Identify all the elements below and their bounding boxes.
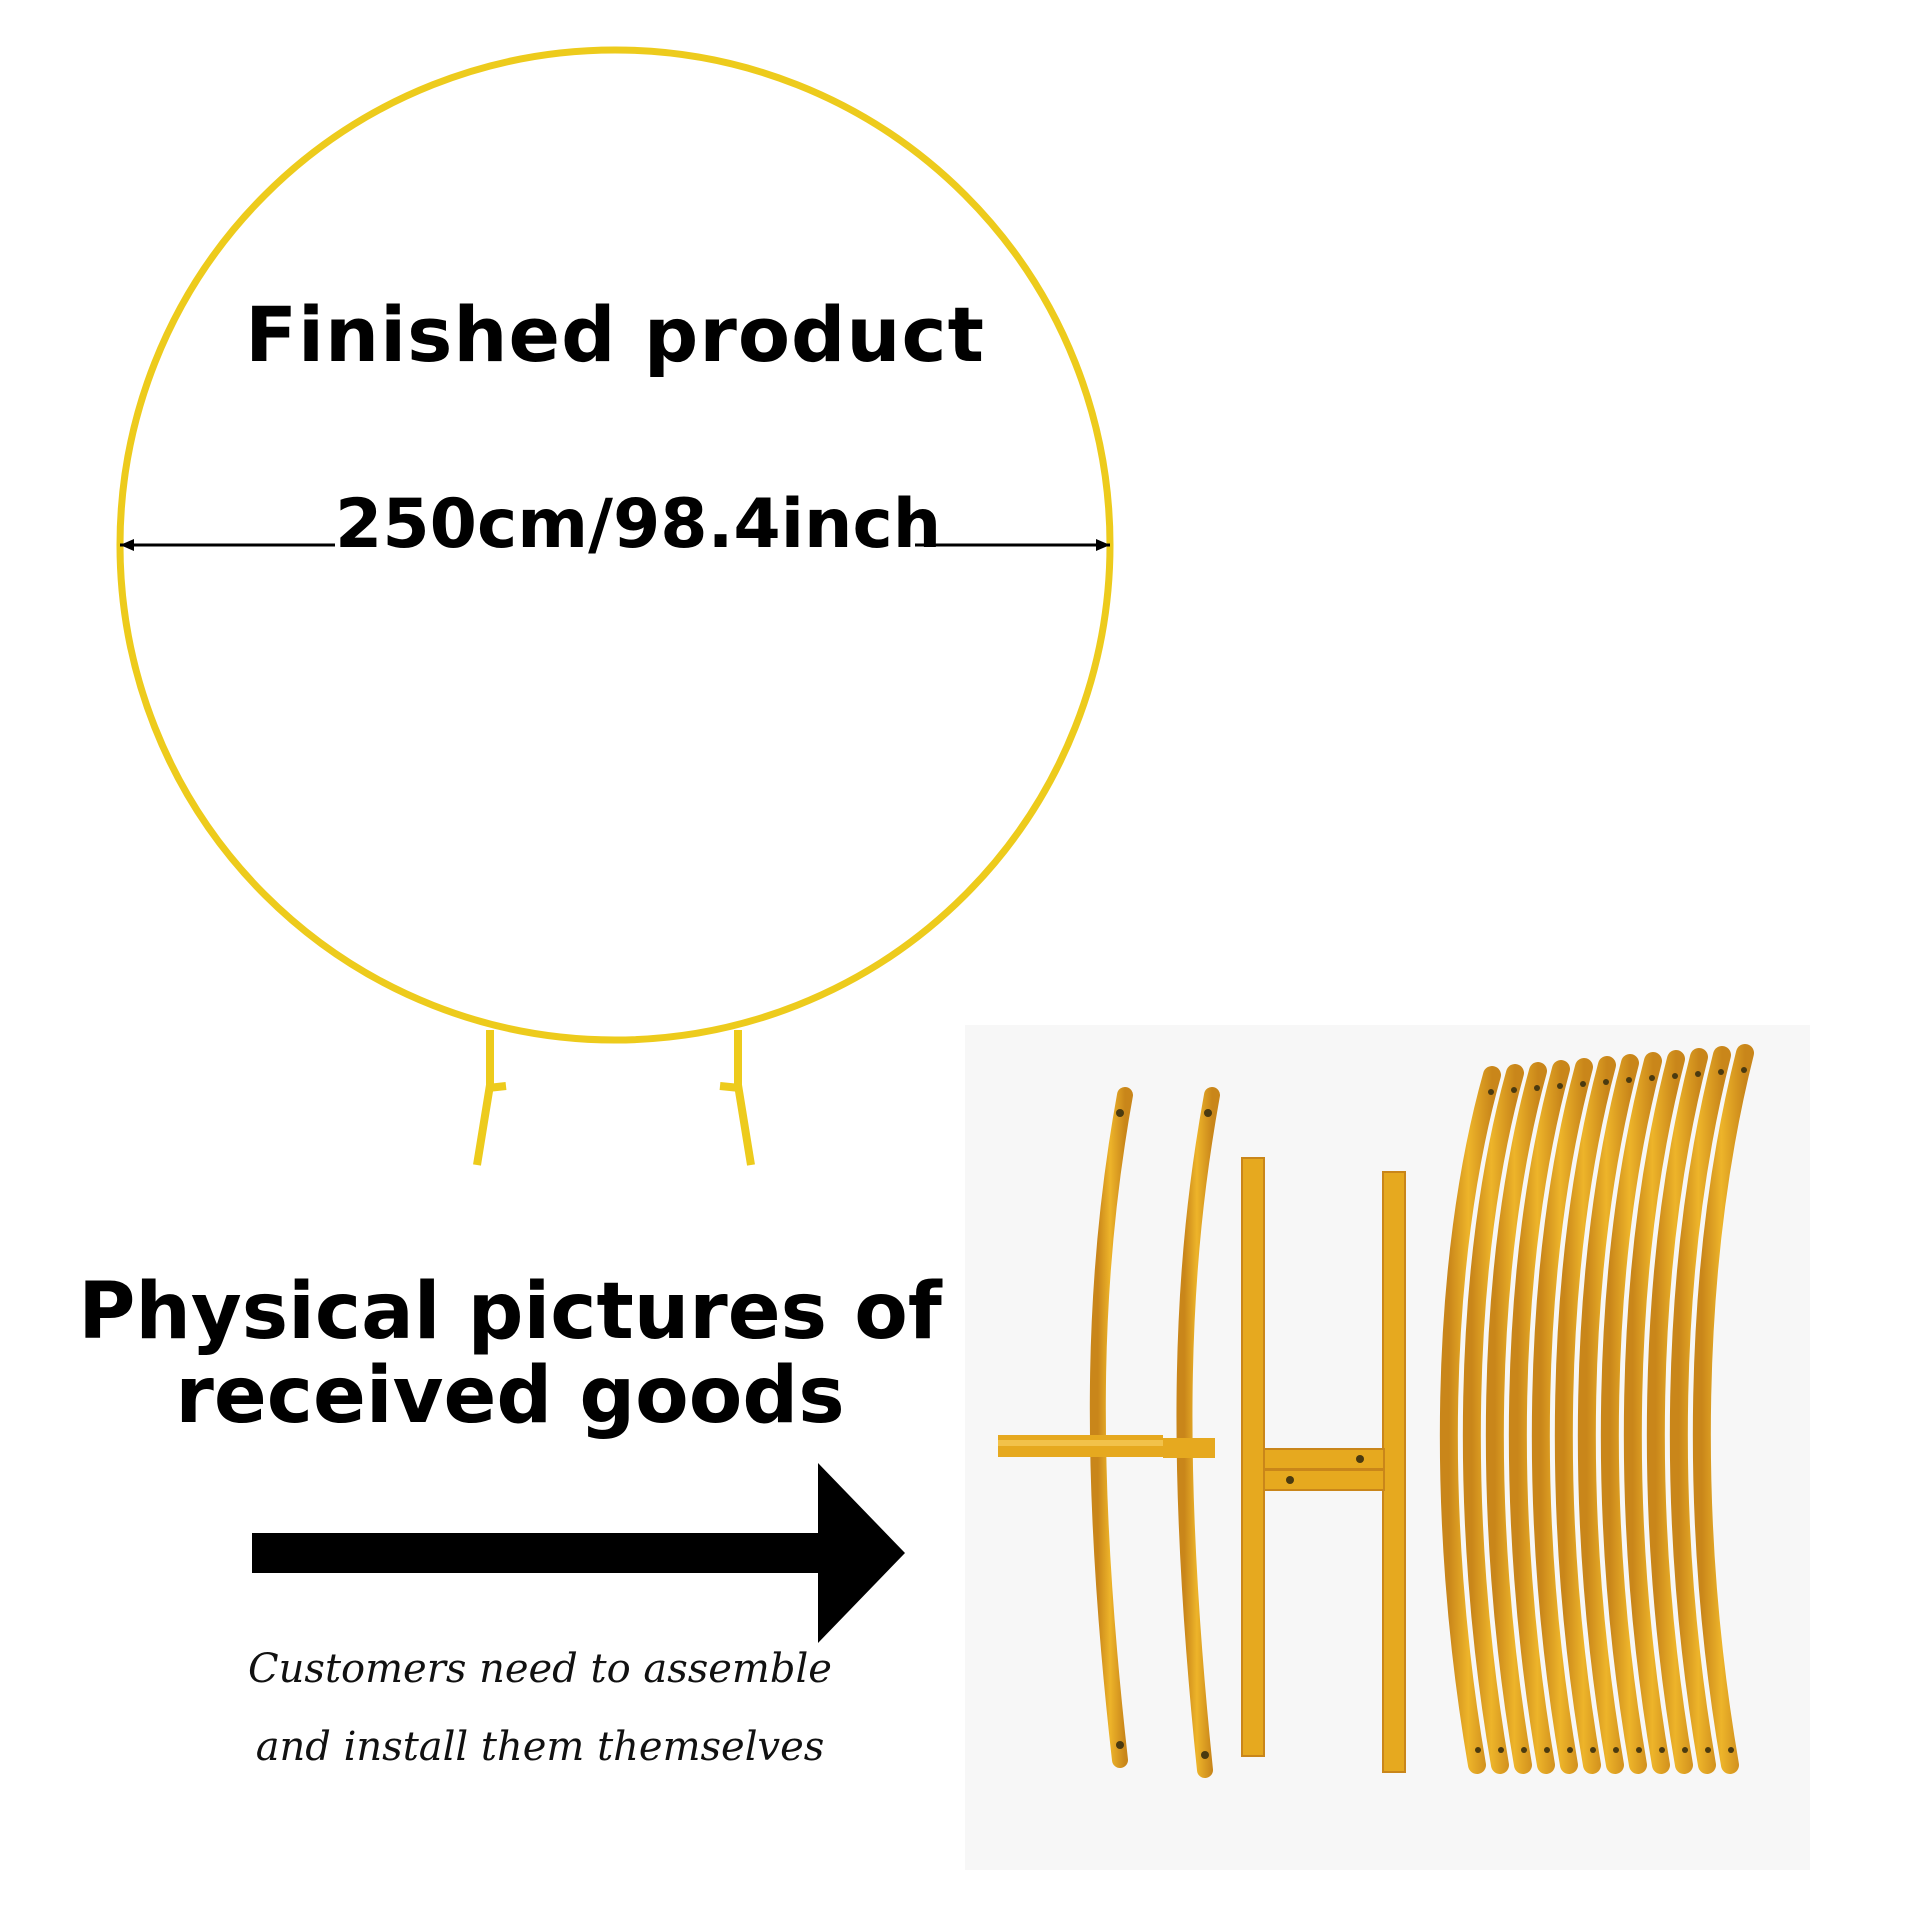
assembly-note: Customers need to assemble and install t… — [200, 1630, 880, 1786]
diameter-label: 250cm/98.4inch — [335, 485, 942, 564]
received-goods-heading-line2: received goods — [175, 1351, 845, 1441]
arch-right-leg — [734, 1030, 755, 1166]
received-goods-heading-line1: Physical pictures of — [78, 1267, 942, 1357]
received-goods-heading: Physical pictures of received goods — [60, 1270, 960, 1438]
assembly-note-line1: Customers need to assemble — [248, 1646, 832, 1692]
finished-product-title: Finished product — [245, 290, 985, 379]
arc-pipes — [1439, 1044, 1754, 1774]
round-arch-frame — [116, 46, 1114, 1166]
arc-pipe-holes — [1475, 1067, 1747, 1753]
leg-pieces — [1241, 1157, 1406, 1773]
assembly-note-line2: and install them themselves — [255, 1724, 825, 1770]
right-arrow-icon — [252, 1463, 905, 1643]
received-parts-photo — [965, 1025, 1810, 1870]
arch-left-leg — [473, 1030, 494, 1166]
base-piece-right — [1163, 1087, 1220, 1778]
base-piece-left — [998, 1087, 1163, 1768]
